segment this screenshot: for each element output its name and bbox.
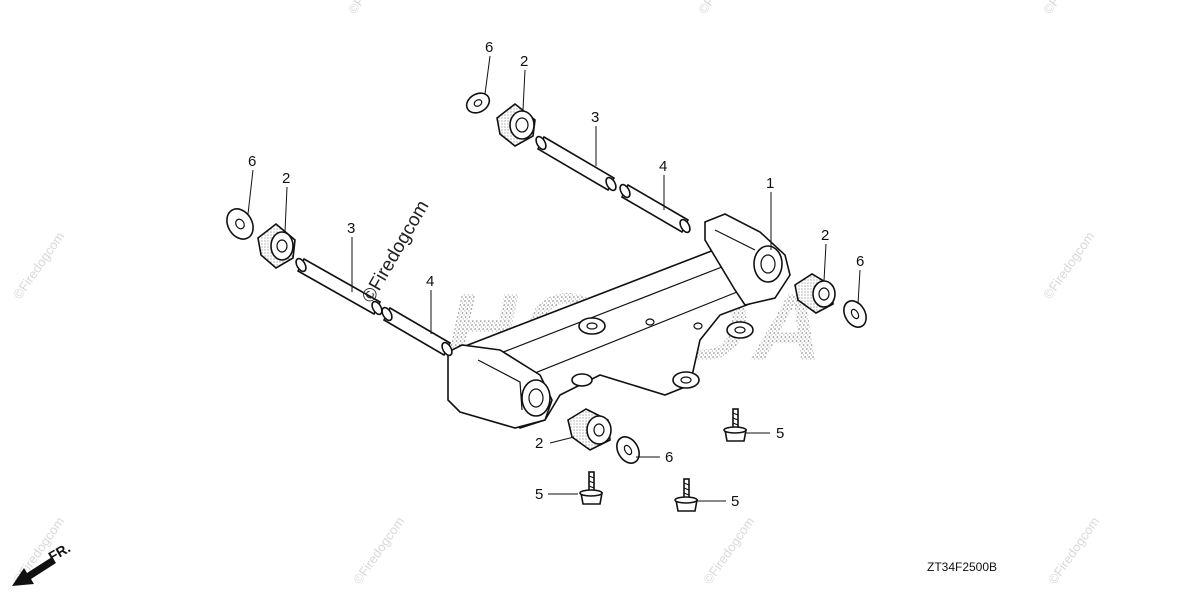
mount-boss bbox=[672, 371, 700, 389]
callout-4: 4 bbox=[659, 158, 667, 175]
callout-6: 6 bbox=[665, 449, 673, 466]
left-tube-hole bbox=[521, 379, 551, 417]
callout-6: 6 bbox=[248, 153, 256, 170]
callout-2: 2 bbox=[821, 227, 829, 244]
watermark-text: ©Firedogcom bbox=[350, 514, 407, 587]
callouts: 6 2 3 4 1 6 2 3 4 2 6 2 6 5 5 5 bbox=[248, 39, 864, 510]
watermark-text: ©Firedogcom bbox=[1040, 229, 1097, 302]
pipe bbox=[381, 306, 453, 357]
frame-assembly bbox=[447, 213, 791, 429]
callout-5: 5 bbox=[776, 425, 784, 442]
watermark-text: ©Firedogcom bbox=[345, 0, 402, 17]
washer bbox=[465, 92, 491, 114]
washer bbox=[226, 208, 254, 240]
callout-6: 6 bbox=[856, 253, 864, 270]
pipe bbox=[295, 257, 383, 316]
bolt bbox=[674, 478, 698, 512]
watermark-text: ©Firedogcom bbox=[358, 197, 433, 307]
callout-5: 5 bbox=[535, 486, 543, 503]
callout-3: 3 bbox=[347, 220, 355, 237]
right-tube-hole bbox=[753, 245, 783, 283]
watermark-text: ©Firedogcom bbox=[695, 0, 752, 17]
bushing bbox=[567, 408, 612, 451]
watermark-text: ©Firedogcom bbox=[1045, 514, 1102, 587]
bushing bbox=[496, 102, 536, 147]
watermark-text: ©Firedogcom bbox=[1040, 0, 1097, 17]
callout-5: 5 bbox=[731, 493, 739, 510]
callout-1: 1 bbox=[766, 175, 774, 192]
bolt bbox=[723, 408, 747, 442]
callout-2: 2 bbox=[520, 53, 528, 70]
pipe bbox=[535, 135, 617, 192]
diagram-code: ZT34F2500B bbox=[927, 560, 997, 574]
leader-lines bbox=[247, 55, 861, 502]
front-arrow-icon bbox=[12, 557, 56, 586]
pipe bbox=[619, 183, 691, 234]
callout-6: 6 bbox=[485, 39, 493, 56]
right-axle-parts bbox=[794, 273, 867, 328]
callout-2: 2 bbox=[535, 435, 543, 452]
bushing bbox=[257, 222, 296, 269]
watermark-text: ©Firedogcom bbox=[700, 514, 757, 587]
left-axle-parts bbox=[226, 208, 453, 357]
washer bbox=[616, 436, 640, 464]
callout-4: 4 bbox=[426, 273, 434, 290]
callout-2: 2 bbox=[282, 170, 290, 187]
callout-3: 3 bbox=[591, 109, 599, 126]
mount-boss bbox=[578, 317, 606, 335]
watermark-text: ©Firedogcom bbox=[10, 229, 67, 302]
bolt bbox=[579, 471, 603, 505]
upper-axle-parts bbox=[465, 92, 691, 234]
washer bbox=[843, 300, 867, 328]
lower-axle-parts bbox=[567, 408, 640, 464]
mount-boss bbox=[726, 321, 754, 339]
mount-boss bbox=[571, 373, 593, 387]
